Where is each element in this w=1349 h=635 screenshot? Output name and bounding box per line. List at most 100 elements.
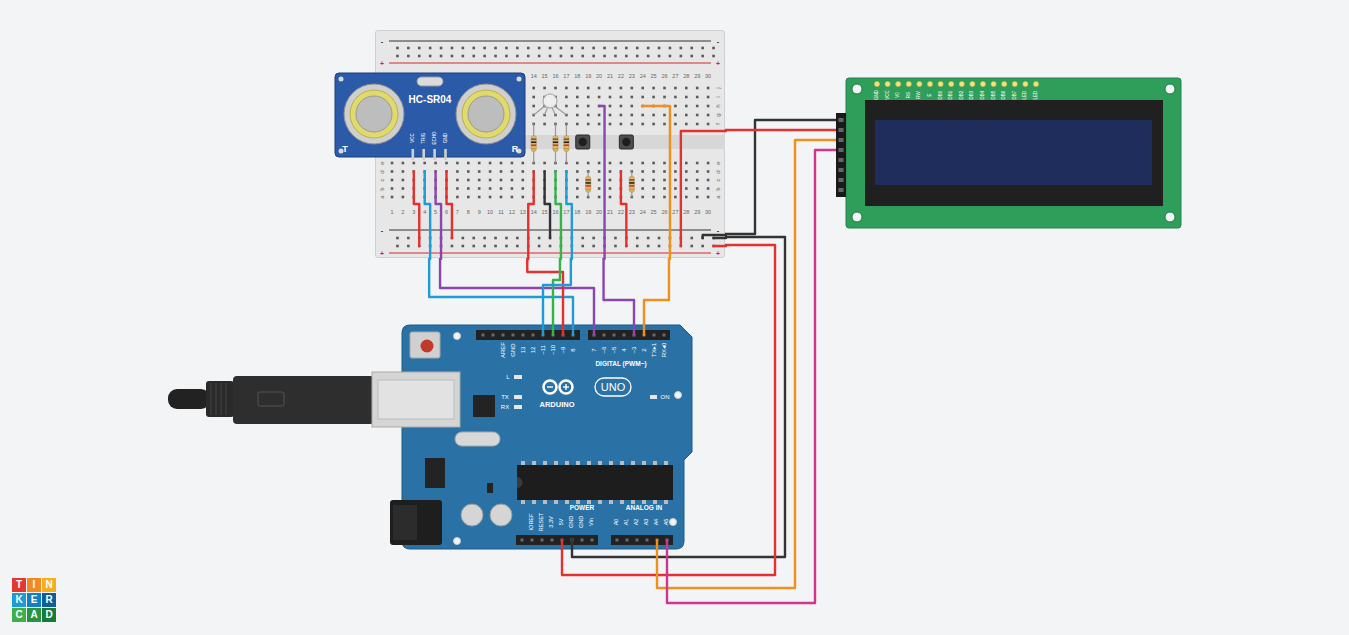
resistor-band — [629, 182, 634, 183]
breadboard-hole — [636, 237, 639, 240]
breadboard-label: 27 — [672, 210, 678, 216]
jumper-wire — [643, 106, 670, 259]
breadboard-hole — [456, 187, 459, 190]
breadboard-hole — [489, 179, 492, 182]
header-hole — [591, 539, 594, 542]
status-led — [514, 405, 522, 409]
header-hole — [532, 334, 535, 337]
uno-oval — [595, 378, 631, 396]
breadboard-hole — [505, 237, 508, 240]
reset-button — [410, 332, 440, 358]
pin-label: ~6 — [601, 347, 607, 354]
breadboard-hole — [451, 55, 454, 58]
breadboard-hole — [560, 47, 563, 50]
breadboard-hole — [685, 179, 688, 182]
breadboard-label: e — [379, 161, 385, 164]
logo-letter: I — [33, 580, 36, 590]
breadboard-hole — [418, 55, 421, 58]
mount-hole — [454, 538, 461, 545]
breadboard-hole — [685, 187, 688, 190]
breadboard-label: + — [380, 250, 384, 257]
breadboard-label: b — [379, 187, 385, 190]
breadboard-hole — [609, 196, 612, 199]
breadboard-hole — [489, 196, 492, 199]
jumper-wire — [714, 237, 726, 239]
crystal — [417, 77, 443, 86]
jumper-wire — [644, 258, 669, 325]
breadboard-label: 30 — [705, 210, 711, 216]
jumper-wire — [572, 325, 574, 335]
pushbutton-body — [576, 135, 590, 149]
pin-label: VCC — [885, 90, 890, 100]
sensor-label: HC-SR04 — [409, 95, 452, 105]
resistor-band — [586, 189, 591, 190]
breadboard-hole — [489, 170, 492, 173]
breadboard-hole — [669, 55, 672, 58]
breadboard-hole — [707, 179, 710, 182]
ic-pin — [653, 500, 657, 504]
pushbutton-body — [619, 135, 633, 149]
resistor-band — [564, 148, 569, 149]
pin-label: GND — [875, 90, 880, 100]
breadboard-hole — [402, 170, 405, 173]
breadboard-hole — [652, 162, 655, 165]
breadboard-hole — [467, 179, 470, 182]
breadboard-hole — [680, 55, 683, 58]
rail-line — [389, 253, 711, 254]
lcd-pin — [1033, 81, 1038, 86]
pin-label: RW — [917, 91, 922, 98]
pin-label: ~3 — [631, 347, 637, 354]
breadboard-label: 5 — [434, 210, 437, 216]
breadboard-hole — [456, 170, 459, 173]
breadboard-hole — [625, 55, 628, 58]
breadboard-hole — [614, 55, 617, 58]
i2c-connector — [836, 113, 846, 197]
breadboard-hole — [620, 114, 623, 117]
breadboard-hole — [658, 47, 661, 50]
breadboard-hole — [598, 96, 601, 99]
breadboard-hole — [560, 55, 563, 58]
pin-label: ~5 — [611, 347, 617, 354]
breadboard-hole — [652, 170, 655, 173]
breadboard-hole — [489, 187, 492, 190]
breadboard-hole — [641, 170, 644, 173]
connector-pin — [839, 188, 844, 192]
header-hole — [512, 334, 515, 337]
breadboard-hole — [641, 87, 644, 90]
part-art-layer — [335, 73, 525, 160]
ic-pin — [609, 500, 613, 504]
breadboard-hole — [647, 55, 650, 58]
jumper-wire — [543, 258, 571, 325]
header-hole — [626, 539, 629, 542]
pin-label: ~11 — [540, 345, 546, 355]
breadboard-hole — [690, 55, 693, 58]
breadboard-label: 28 — [683, 210, 689, 216]
breadboard-hole — [478, 187, 481, 190]
breadboard-hole — [576, 170, 579, 173]
breadboard-hole — [707, 196, 710, 199]
mount-hole — [339, 77, 344, 82]
rail-line — [389, 41, 711, 42]
breadboard-hole — [658, 237, 661, 240]
breadboard-hole — [532, 105, 535, 108]
breadboard-label: g — [715, 113, 721, 116]
pin-label: ARDUINO — [540, 401, 575, 409]
breadboard-hole — [440, 47, 443, 50]
breadboard-hole — [516, 245, 519, 248]
breadboard-hole — [565, 105, 568, 108]
breadboard-label: 23 — [629, 74, 635, 80]
breadboard-label: 22 — [618, 74, 624, 80]
transducer-ring — [462, 90, 510, 138]
jumper-wire — [561, 540, 563, 549]
breadboard-hole — [631, 87, 634, 90]
breadboard-hole — [522, 187, 525, 190]
breadboard-hole — [516, 47, 519, 50]
breadboard-hole — [429, 55, 432, 58]
smd-part — [487, 483, 493, 493]
connector-pin — [839, 138, 844, 142]
breadboard-hole — [543, 87, 546, 90]
breadboard-hole — [685, 123, 688, 126]
breadboard-hole — [696, 179, 699, 182]
breadboard-hole — [483, 55, 486, 58]
breadboard-hole — [391, 187, 394, 190]
